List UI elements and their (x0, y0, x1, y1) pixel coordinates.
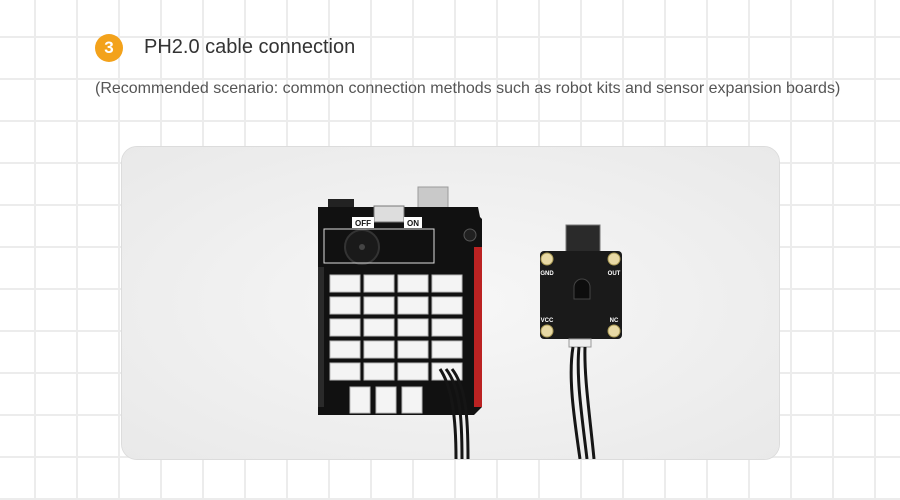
module-connector (565, 224, 601, 256)
header-pins-left (318, 267, 324, 407)
step-badge: 3 (95, 34, 123, 62)
product-photo: OFF ON (121, 146, 780, 460)
expansion-board: OFF ON (318, 186, 482, 459)
pin-label-nc: NC (610, 318, 619, 324)
step-subtitle: (Recommended scenario: common connection… (95, 80, 841, 97)
ir-remote-module: GND OUT VCC NC (540, 224, 622, 459)
switch-on-label: ON (407, 219, 419, 228)
step-number: 3 (104, 38, 114, 57)
pin-label-vcc: VCC (541, 318, 554, 324)
on-label-bg (404, 217, 422, 228)
mount-hole-br (607, 324, 621, 338)
board-cables (438, 368, 470, 459)
module-small-connector (568, 338, 592, 348)
step-title: PH2.0 cable connection (144, 36, 356, 58)
mount-hole-tr (607, 252, 621, 266)
mount-hole-bl (540, 324, 554, 338)
board-ir-receiver (463, 228, 477, 242)
power-switch (373, 205, 405, 223)
off-label-bg (352, 217, 374, 228)
header-pins-right (474, 247, 482, 407)
switch-off-label: OFF (355, 219, 371, 228)
pin-label-gnd: GND (540, 271, 554, 277)
module-cables (569, 346, 596, 459)
mount-hole-tl (540, 252, 554, 266)
pin-label-out: OUT (608, 271, 621, 277)
connector-grid (329, 274, 463, 414)
ir-sensor (573, 278, 591, 300)
